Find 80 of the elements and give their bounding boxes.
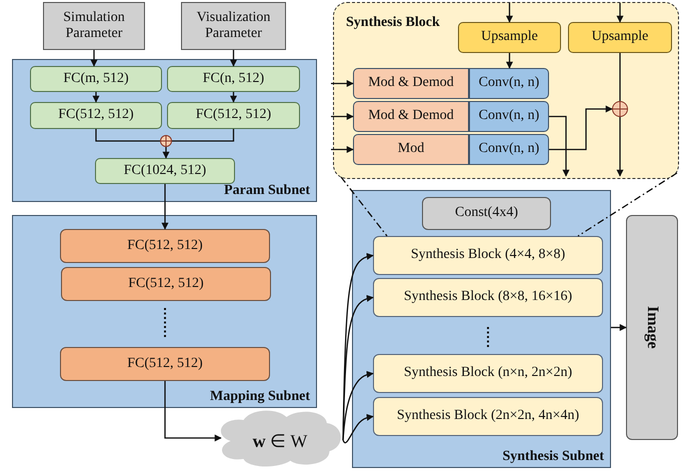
modulation-box — [353, 101, 469, 132]
node-label: Upsample — [592, 29, 648, 46]
node-label: Synthesis Block (4×4, 8×8) — [410, 247, 566, 264]
arrow — [90, 50, 98, 67]
zoom-guide-line — [340, 176, 388, 236]
layer-box — [167, 102, 300, 129]
arrow — [342, 414, 374, 444]
node-label: FC(m, 512) — [63, 70, 129, 88]
node-label: Conv(n, n) — [478, 75, 540, 92]
panel-title: Synthesis Subnet — [502, 449, 604, 465]
node-label: Conv(n, n) — [478, 141, 540, 158]
subnet-panel — [12, 215, 317, 408]
node-label: Image — [643, 306, 662, 349]
node-label: FC(512, 512) — [196, 107, 272, 124]
arrow — [616, 117, 624, 177]
node-label: Simulation Parameter — [62, 10, 126, 42]
sum-circle — [160, 135, 172, 147]
synthesis-block-box — [373, 278, 603, 317]
upsample-box — [458, 22, 561, 53]
layer-box — [30, 102, 162, 129]
input-box — [43, 2, 145, 50]
layer-box — [60, 229, 270, 263]
layer-box — [60, 347, 270, 381]
layer-box — [30, 66, 162, 92]
node-label: Visualization Parameter — [196, 10, 272, 42]
arrow — [162, 184, 168, 230]
arrow — [342, 370, 374, 440]
synthesis-block-box — [373, 397, 603, 436]
upsample-box — [568, 22, 672, 53]
modulation-box — [353, 68, 469, 99]
conv-box — [469, 134, 549, 165]
node-label: Mod — [398, 141, 424, 158]
layer-box — [95, 158, 235, 184]
node-label: Upsample — [481, 29, 538, 46]
subnet-panel — [12, 59, 317, 202]
conv-box — [469, 101, 549, 132]
layer-box — [61, 267, 271, 301]
node-label: w ∈ W — [252, 430, 308, 452]
node-label: Conv(n, n) — [478, 108, 540, 125]
input-box — [181, 2, 286, 50]
arrow — [549, 116, 570, 177]
panel-title: Param Subnet — [224, 183, 310, 199]
arrow — [506, 3, 513, 23]
node-label: Mod & Demod — [368, 75, 454, 92]
node-label: Const(4x4) — [455, 205, 518, 222]
arrow — [616, 3, 624, 23]
detail-panel — [333, 2, 679, 179]
arrow — [230, 50, 237, 67]
subnet-panel — [352, 190, 611, 468]
node-label: FC(512, 512) — [127, 238, 203, 254]
arrow — [331, 146, 354, 153]
node-label: FC(512, 512) — [58, 107, 134, 124]
zoom-guide-line — [578, 172, 678, 237]
arrow — [92, 92, 100, 103]
panel-title: Mapping Subnet — [210, 389, 310, 405]
modulation-box — [353, 134, 469, 165]
arrow — [164, 381, 222, 442]
node-label: Synthesis Block (2n×2n, 4n×4n) — [396, 408, 580, 425]
arrow — [611, 324, 627, 331]
arrow — [331, 113, 354, 120]
output-box — [626, 215, 678, 440]
arrow — [331, 80, 354, 87]
arrow — [549, 106, 613, 150]
arrow — [230, 92, 237, 103]
node-label: FC(1024, 512) — [124, 162, 206, 180]
synthesis-block-box — [373, 354, 603, 393]
node-label: FC(512, 512) — [128, 276, 204, 292]
conv-box — [469, 68, 549, 99]
node-label: FC(512, 512) — [127, 356, 203, 372]
synthesis-block-box — [373, 236, 603, 275]
layer-box — [167, 66, 300, 92]
arrow — [162, 147, 170, 159]
node-label: Synthesis Block (8×8, 16×16) — [404, 289, 572, 306]
const-box — [422, 197, 551, 230]
node-label: FC(n, 512) — [202, 70, 264, 88]
node-label: Mod & Demod — [368, 108, 454, 125]
arrow — [506, 53, 513, 69]
panel-title: Synthesis Block — [346, 15, 440, 31]
sum-circle — [612, 101, 628, 117]
node-label: Synthesis Block (n×n, 2n×2n) — [404, 365, 572, 382]
